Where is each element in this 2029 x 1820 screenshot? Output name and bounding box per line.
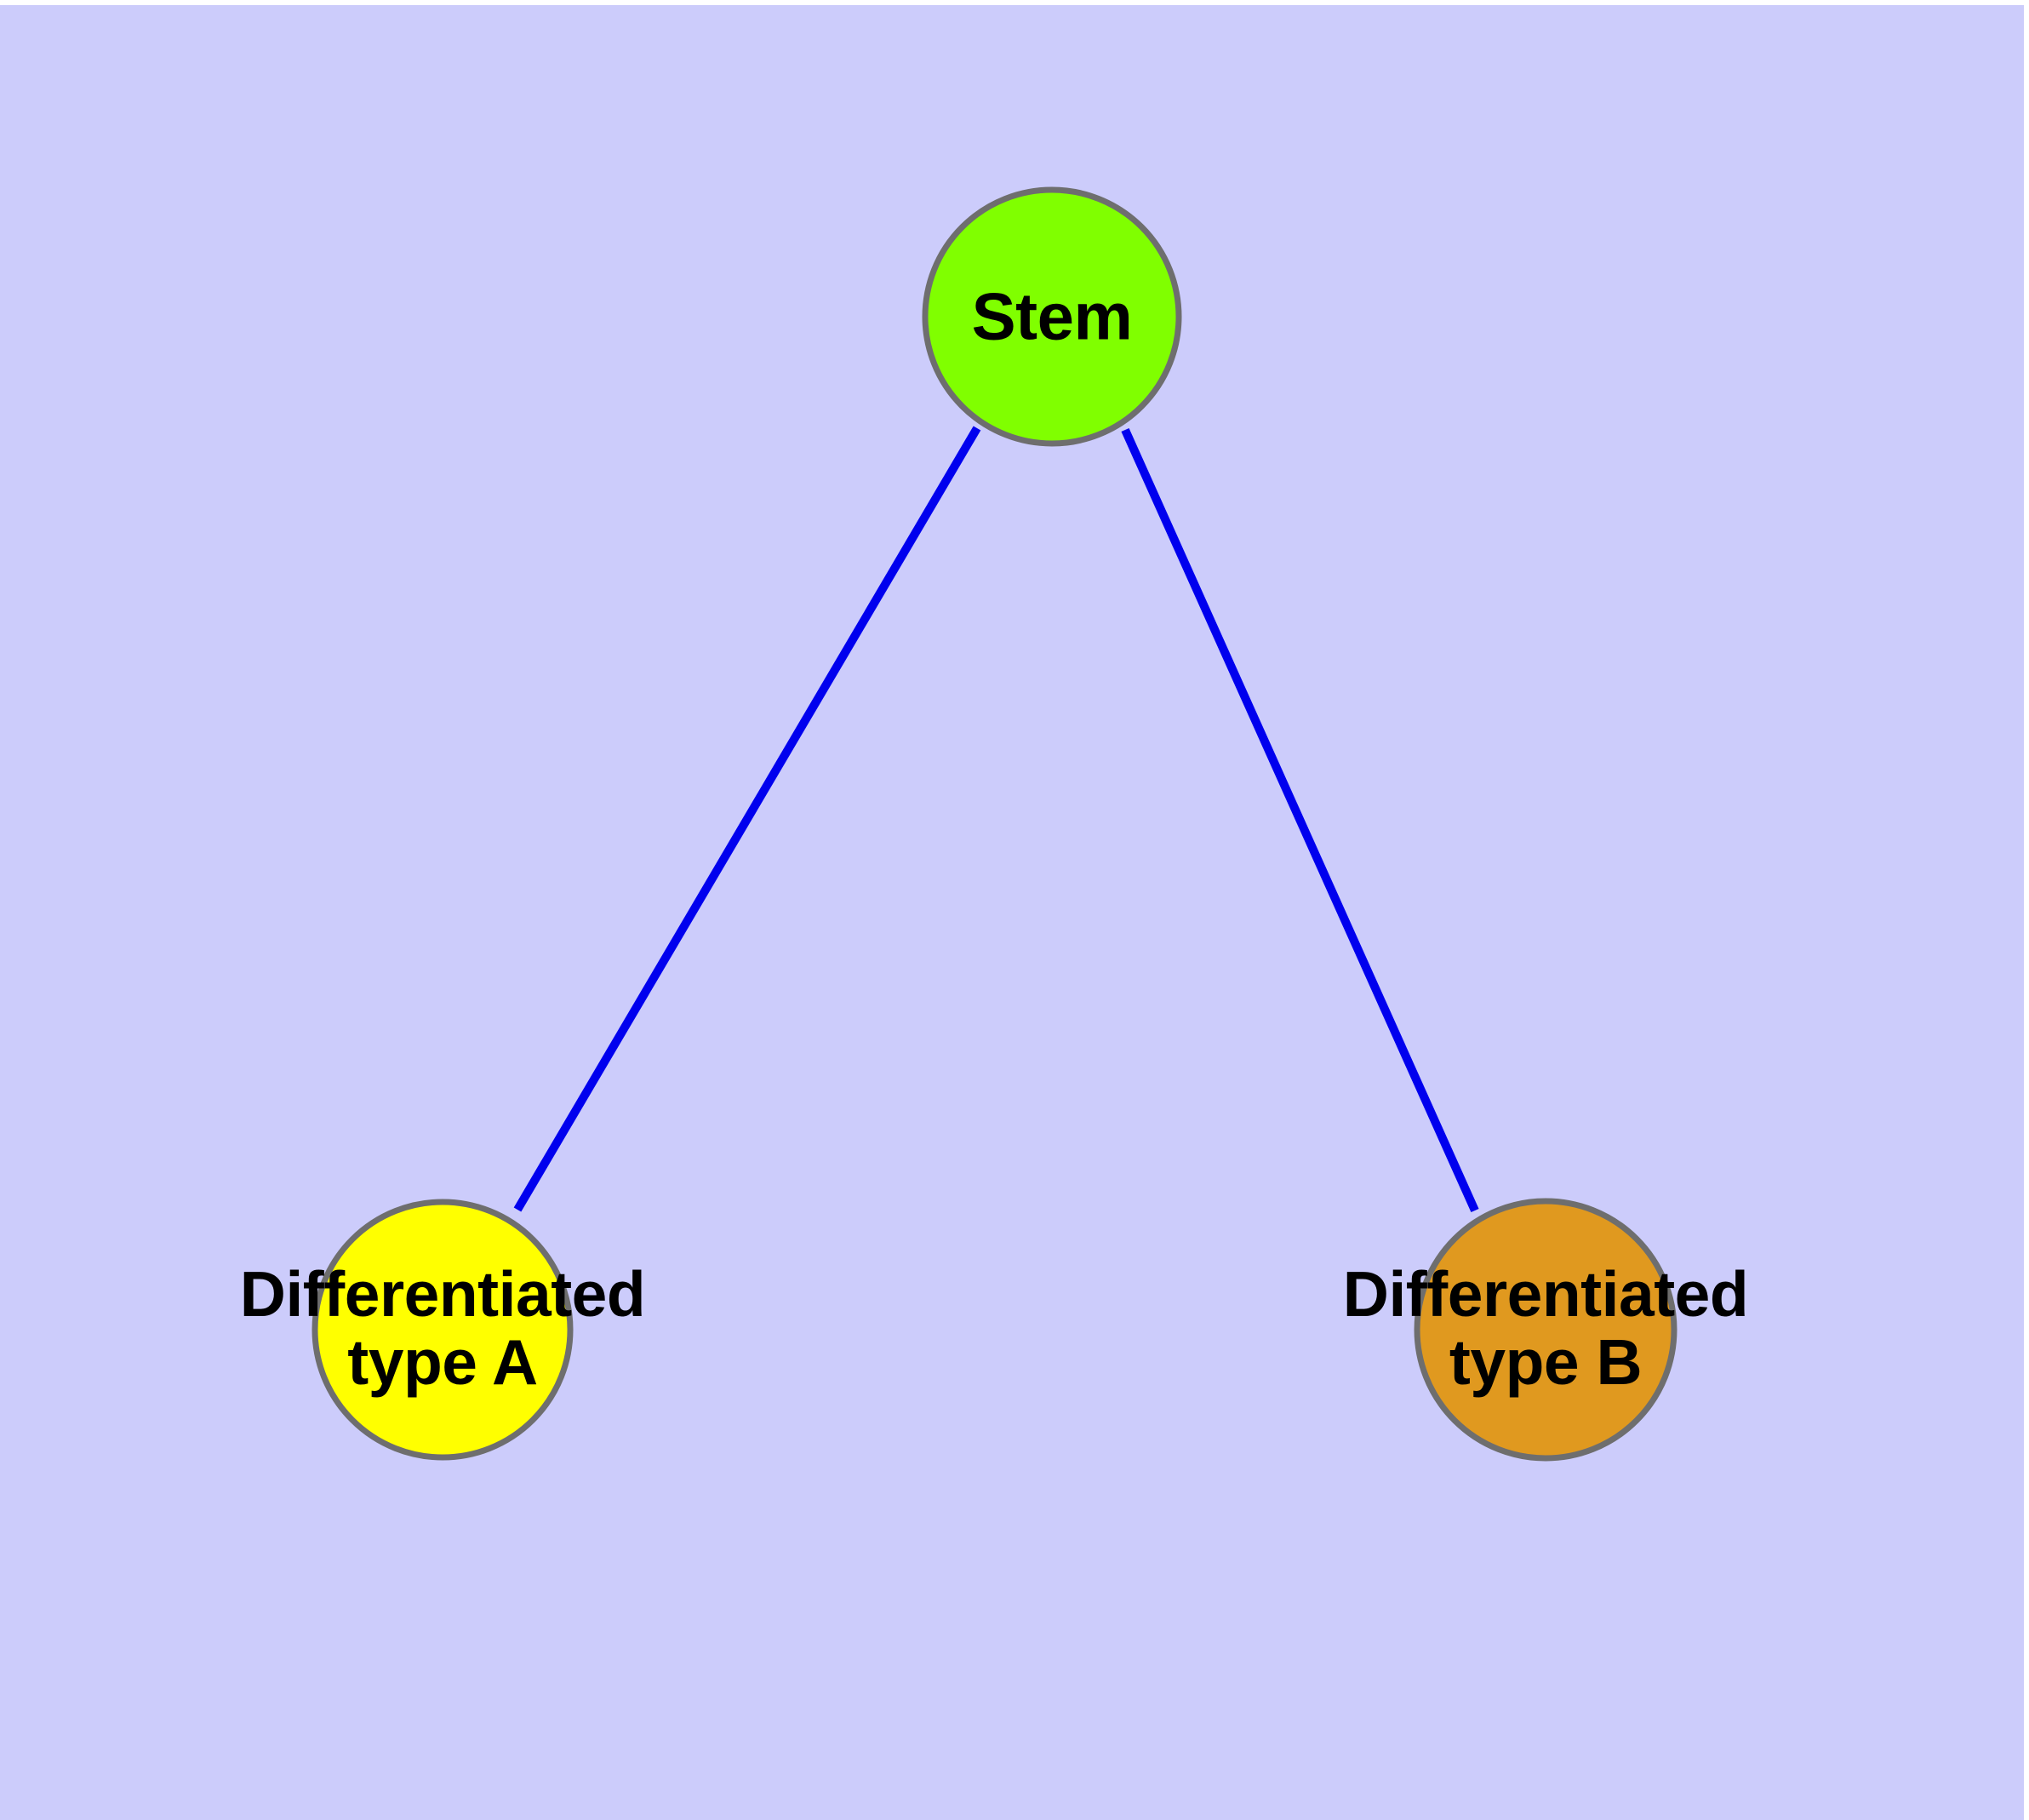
edge-stem-to-differentiated-type-b[interactable] xyxy=(1121,427,1479,1213)
node-differentiated-type-a[interactable] xyxy=(311,1199,574,1461)
nodes-group xyxy=(311,186,1677,1462)
edges-group xyxy=(513,426,1479,1213)
edge-stem-to-differentiated-type-a[interactable] xyxy=(513,426,981,1212)
node-differentiated-type-b[interactable] xyxy=(1414,1198,1677,1462)
node-stem[interactable] xyxy=(922,186,1182,447)
